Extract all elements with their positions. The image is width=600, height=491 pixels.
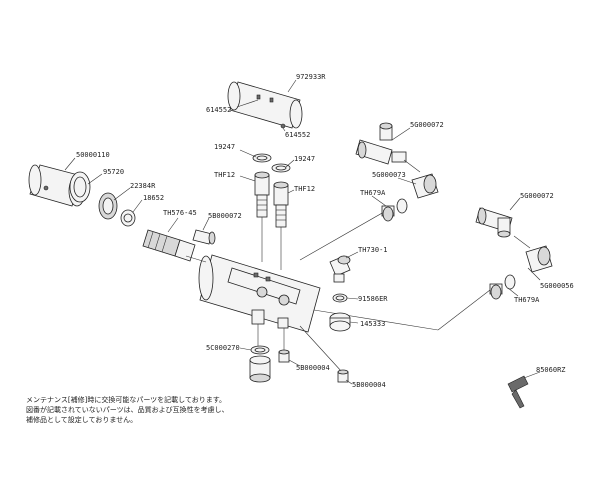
- part-18652-drawing: [120, 209, 136, 227]
- label-50000110: 50000110: [76, 151, 110, 159]
- note-line-2: 図番が記載されていないパーツは、品質および互換性を考慮し、: [26, 405, 229, 414]
- label-th679a-upper: TH679A: [360, 189, 386, 197]
- label-th730-1: TH730-1: [358, 246, 388, 254]
- part-22384r-drawing: [98, 192, 118, 220]
- label-85060rz: 85060RZ: [536, 366, 566, 374]
- part-5b000004-b-drawing: [337, 369, 349, 383]
- part-91586er-drawing: [332, 293, 348, 303]
- label-19247-left: 19247: [214, 143, 235, 151]
- note-line-3: 補修品として設定しておりません。: [26, 415, 137, 424]
- main-valve-body-drawing: [198, 254, 321, 333]
- label-th679a-right: TH679A: [514, 296, 540, 304]
- part-19247-left-drawing: [252, 153, 272, 163]
- label-91586er: 91586ER: [358, 295, 388, 303]
- part-th679a-right-drawing: [489, 274, 516, 300]
- label-145333: 145333: [360, 320, 385, 328]
- label-5g000072-right: 5G000072: [520, 192, 554, 200]
- part-145333-drawing: [329, 312, 351, 332]
- part-5g000056-drawing: [525, 245, 553, 273]
- label-5b000004-a: 5B000004: [296, 364, 330, 372]
- label-22384r: 22384R: [130, 182, 156, 190]
- label-thf12-left: THF12: [214, 171, 235, 179]
- part-thf12-right-drawing: [273, 181, 289, 228]
- part-972933r-drawing: [227, 81, 303, 129]
- label-thf12-right: THF12: [294, 185, 315, 193]
- label-5g000073: 5G000073: [372, 171, 406, 179]
- part-19247-right-drawing: [271, 163, 291, 173]
- part-5g000072-right-drawing: [475, 207, 513, 238]
- part-5g000072-upper-drawing: [355, 122, 407, 165]
- label-5c000270: 5C000270: [206, 344, 240, 352]
- label-614552-a: 614552: [206, 106, 231, 114]
- part-5g000073-drawing: [411, 173, 439, 199]
- part-85060rz-drawing: [507, 375, 529, 409]
- part-th730-1-drawing: [329, 255, 351, 283]
- part-5c000270-drawing: [249, 345, 271, 383]
- label-972933r: 972933R: [296, 73, 326, 81]
- label-5g000056: 5G000056: [540, 282, 574, 290]
- label-614552-b: 614552: [285, 131, 310, 139]
- label-5b000072: 5B000072: [208, 212, 242, 220]
- label-19247-right: 19247: [294, 155, 315, 163]
- label-5g000072-upper: 5G000072: [410, 121, 444, 129]
- part-th576-45-drawing: [142, 229, 196, 262]
- part-95720-drawing: [69, 171, 91, 203]
- label-18652: 18652: [143, 194, 164, 202]
- part-th679a-upper-drawing: [381, 198, 408, 222]
- part-5b000004-a-drawing: [278, 349, 290, 363]
- part-5b000072-drawing: [192, 229, 216, 245]
- label-th576-45: TH576-45: [163, 209, 197, 217]
- label-5b000004-b: 5B000004: [352, 381, 386, 389]
- note-line-1: メンテナンス[補修]時に交換可能なパーツを記載しております。: [26, 395, 226, 404]
- part-thf12-left-drawing: [254, 171, 270, 218]
- label-95720: 95720: [103, 168, 124, 176]
